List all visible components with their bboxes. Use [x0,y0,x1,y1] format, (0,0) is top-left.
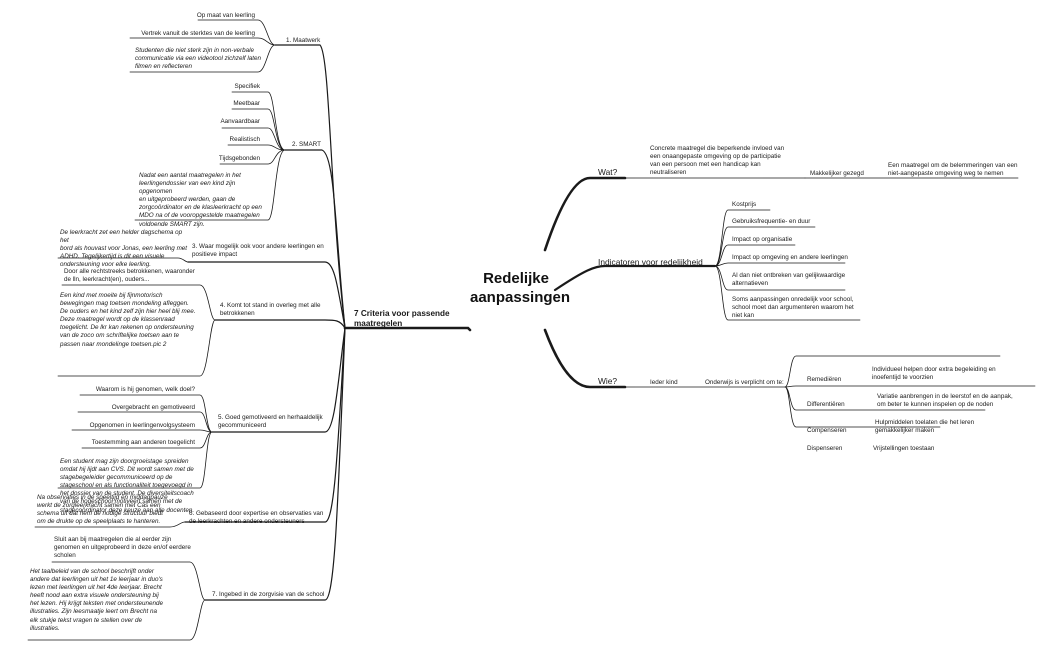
c5-item-1: Waarom is hij genomen, welk doel? [95,386,195,393]
wie-who: Ieder kind [650,379,678,386]
c4-example: Een kind met moeite bij fijnmotorisch be… [60,292,196,348]
link-c3-example [57,257,189,263]
link-indicatoren-items [714,209,861,321]
maatwerk-example: Studenten die niet sterk zijn in non-ver… [135,47,262,71]
root-title: Redelijke aanpassingen [470,270,571,306]
smart-item-meetbaar: Meetbaar [233,100,260,107]
wie-desc-compenseren: Hulpmiddelen toelaten die het leren gema… [875,419,975,435]
wie-item-compenseren: Compenseren [807,427,847,434]
link-c7-items [27,561,206,641]
link-smart-items [134,91,286,221]
wie-item-dispenseren: Dispenseren [807,445,843,452]
wie-item-remedieren: Remediëren [807,376,842,383]
wat-simple-label: Makkelijker gezegd [810,170,864,177]
c7-item: Sluit aan bij maatregelen die al eerder … [54,536,191,560]
maatwerk-label: 1. Maatwerk [286,37,321,44]
smart-item-tijdsgebonden: Tijdsgebonden [218,155,260,162]
wie-label: Wie? [598,376,618,386]
link-root-wie [543,328,627,389]
c5-item-4: Toestemming aan anderen toegelicht [91,439,195,446]
wat-definition: Concrete maatregel die beperkende invloe… [650,145,785,177]
criteria-branch-label: 7 Criteria voor passende maatregelen [354,309,450,328]
link-criteria-6 [184,327,346,523]
link-criteria-4 [214,319,346,329]
smart-item-aanvaardbaar: Aanvaardbaar [220,118,260,125]
c6-label: 6. Gebaseerd door expertise en observati… [189,510,324,526]
c5-label: 5. Goed gemotiveerd en herhaaldelijk gec… [218,414,323,430]
wie-desc-differentieren: Variatie aanbrengen in de leerstof en de… [877,393,1013,409]
link-maatwerk-items [129,19,276,73]
link-root-wat [543,176,627,252]
link-criteria-5 [211,327,346,433]
link-wie-items [784,355,1036,428]
c5-example: Een student mag zijn doorgroeistage spre… [60,458,195,514]
c4-item: Door alle rechtstreeks betrokkenen, waar… [64,268,195,284]
c7-example: Het taalbeleid van de school beschrijft … [30,568,164,632]
c5-item-3: Opgenomen in leerlingenvolgsysteem [89,422,195,429]
wie-desc-dispenseren: Vrijstellingen toestaan [873,445,935,452]
link-c4-items [57,284,216,377]
smart-example: Nadat een aantal maatregelen in het leer… [139,172,262,228]
smart-label: 2. SMART [292,141,321,148]
wie-desc-remedieren: Individueel helpen door extra begeleidin… [872,366,996,382]
indicator-onredelijk: Soms aanpassingen onredelijk voor school… [732,296,854,320]
indicator-omgeving: Impact op omgeving en andere leerlingen [732,254,848,261]
indicatoren-label: Indicatoren voor redelijkheid [598,257,703,267]
wat-label: Wat? [598,167,618,177]
c5-item-2: Overgebracht en gemotiveerd [111,404,195,411]
c4-label: 4. Komt tot stand in overleg met alle be… [220,302,321,318]
wie-item-differentieren: Differentiëren [807,401,845,408]
c3-label: 3. Waar mogelijk ook voor andere leerlin… [192,243,324,259]
link-criteria-7 [204,327,346,601]
indicator-kostprijs: Kostprijs [732,201,757,208]
smart-item-specifiek: Specifiek [234,83,260,90]
c3-example: De leerkracht zet een helder dagschema o… [60,229,188,269]
indicator-frequentie: Gebruiksfrequentie- en duur [732,218,811,225]
smart-item-realistisch: Realistisch [229,136,260,143]
wat-simple: Een maatregel om de belemmeringen van ee… [888,162,1018,178]
link-c6-example [34,521,186,528]
indicator-organisatie: Impact op organisatie [732,236,793,243]
indicator-alternatieven: Al dan niet ontbreken van gelijkwaardige… [732,272,846,288]
link-c5-items [57,394,213,489]
maatwerk-item-2: Vertrek vanuit de sterktes van de leerli… [141,30,255,37]
link-criteria-2 [284,149,346,329]
link-root-left [343,326,472,332]
link-root-indicatoren [553,264,717,292]
c7-label: 7. Ingebed in de zorgvisie van de school [212,591,325,598]
wie-duty: Onderwijs is verplicht om te: [705,379,784,386]
maatwerk-item-1: Op maat van leerling [196,12,255,19]
link-criteria-3 [187,261,346,329]
c6-example: Na observaties in de speeltijd en middag… [37,494,168,526]
link-criteria-1 [274,44,346,329]
